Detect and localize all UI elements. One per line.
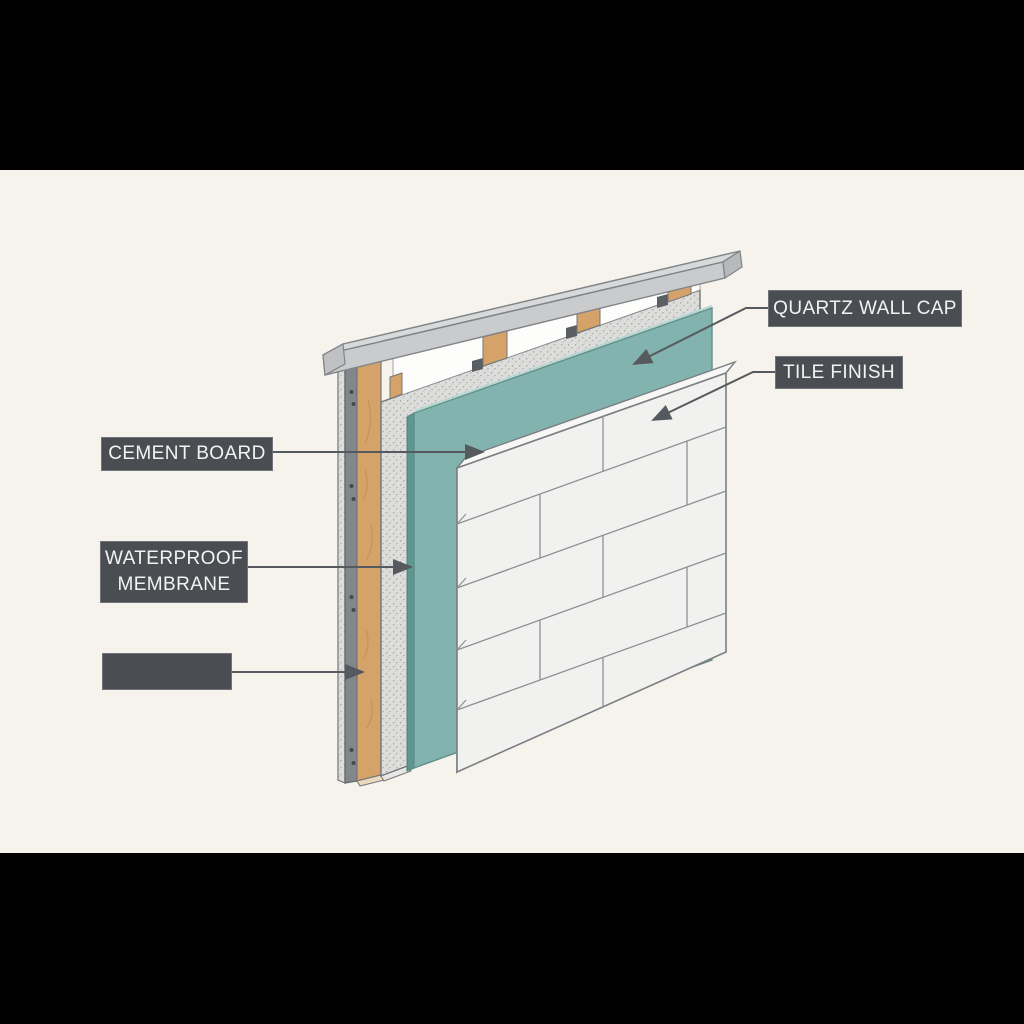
tile-face	[456, 371, 727, 774]
cap-left-end-face	[322, 343, 346, 376]
quartz-cap-layer	[322, 249, 743, 376]
label-waterproof-membrane: WATERPROOF MEMBRANE	[100, 541, 248, 603]
wall-assembly-diagram	[232, 249, 775, 787]
leader-quartz-wall-cap	[632, 307, 768, 365]
cap-right-end-face	[722, 249, 743, 280]
wood-stud	[356, 359, 382, 782]
membrane-edge	[406, 412, 415, 772]
membrane-top-highlight	[414, 305, 713, 412]
bottom-black-bar	[0, 853, 1024, 1024]
cement-board-bottom-face	[380, 765, 412, 782]
top-black-bar	[0, 0, 1024, 170]
block-bracket-b	[566, 325, 577, 339]
screw-dots	[349, 390, 356, 765]
grout-row-lines	[456, 426, 727, 711]
metal-channel	[344, 365, 358, 784]
block-bracket-a	[472, 358, 483, 372]
tile-finish-layer	[454, 360, 738, 774]
label-tile-finish: TILE FINISH	[775, 356, 903, 389]
wood-grain-lines	[362, 399, 373, 729]
leader-tile-finish	[651, 371, 775, 421]
label-quartz-wall-cap: QUARTZ WALL CAP	[768, 290, 962, 327]
grout-vertical-joints	[539, 416, 688, 707]
label-cement-board: CEMENT BOARD	[101, 437, 273, 471]
tile-edge-row-ticks	[456, 513, 467, 711]
label-unlabeled	[102, 653, 232, 690]
wood-block-partial	[389, 372, 403, 400]
block-bracket-c	[657, 294, 668, 308]
outer-sheathing-strip	[337, 368, 346, 784]
leader-lines	[232, 307, 775, 680]
stud-framing-layer	[337, 359, 385, 787]
diagram-canvas: QUARTZ WALL CAP TILE FINISH CEMENT BOARD…	[0, 170, 1024, 853]
